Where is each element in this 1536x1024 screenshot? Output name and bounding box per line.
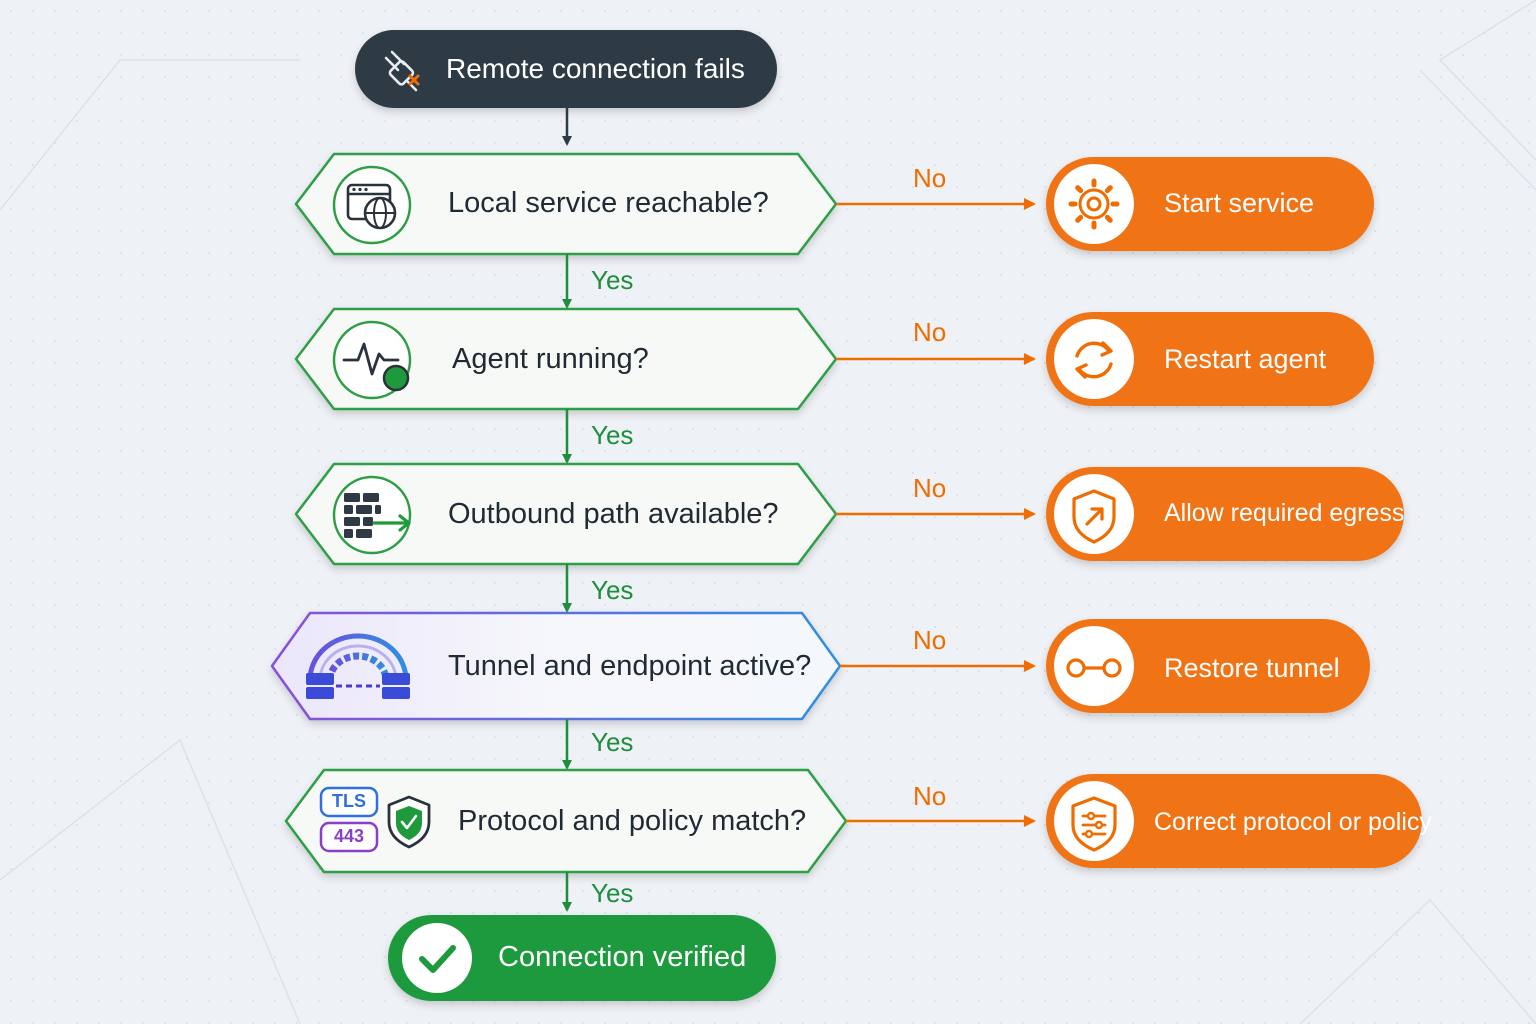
yes-label-4: Yes (591, 727, 634, 757)
shield-settings-icon (1071, 796, 1117, 852)
question-outbound-path: Outbound path available? (448, 498, 779, 530)
action-outbound-path (1046, 467, 1404, 561)
action-icon-circle-3 (1054, 474, 1134, 554)
tls-badge-label: TLS (332, 791, 366, 811)
tls-shield-icon (319, 786, 431, 853)
port-badge (319, 821, 379, 853)
action-tunnel-endpoint (1046, 619, 1370, 713)
port-badge-label: 443 (333, 826, 365, 846)
action-nodes (1046, 157, 1422, 868)
action-restart-agent: Restart agent (1164, 344, 1327, 374)
no-label-1: No (913, 163, 947, 193)
action-icon-circle-2 (1054, 319, 1134, 399)
start-label: Remote connection fails (446, 53, 745, 84)
no-label-4: No (913, 625, 947, 655)
action-icon-circle-1 (1054, 164, 1134, 244)
link-icon (1066, 658, 1122, 678)
end-node-shape (388, 915, 776, 1001)
action-allow-egress: Allow required egress (1164, 499, 1405, 527)
action-icon-circle-5 (1054, 781, 1134, 861)
check-icon (402, 923, 472, 993)
start-node-shape (355, 30, 777, 108)
browser-globe-icon (332, 165, 412, 245)
end-node (388, 915, 776, 1001)
tunnel-servers-icon (306, 633, 410, 699)
refresh-icon (1075, 341, 1113, 379)
no-label-3: No (913, 473, 947, 503)
broken-plug-icon (384, 50, 420, 92)
action-agent-running (1046, 312, 1374, 406)
no-label-5: No (913, 781, 947, 811)
no-label-2: No (913, 317, 947, 347)
question-protocol-policy: Protocol and policy match? (458, 805, 807, 837)
start-node (355, 30, 777, 108)
action-protocol-policy (1046, 774, 1422, 868)
end-label: Connection verified (498, 941, 747, 973)
action-icon-circle-4 (1054, 626, 1134, 706)
action-local-service (1046, 157, 1374, 251)
firewall-outbound-icon (332, 475, 412, 555)
yes-label-5: Yes (591, 878, 634, 908)
action-restore-tunnel: Restore tunnel (1164, 653, 1340, 683)
action-start-service: Start service (1164, 188, 1315, 218)
yes-label-2: Yes (591, 420, 634, 450)
question-local-service: Local service reachable? (448, 187, 769, 219)
connectors (562, 198, 1036, 912)
heartbeat-status-icon (332, 320, 412, 400)
question-tunnel-endpoint: Tunnel and endpoint active? (448, 650, 812, 682)
shield-arrow-icon (1072, 489, 1116, 544)
yes-label-1: Yes (591, 265, 634, 295)
yes-label-3: Yes (591, 575, 634, 605)
decision-nodes (270, 152, 848, 874)
question-agent-running: Agent running? (452, 343, 649, 375)
gear-icon (1068, 178, 1120, 230)
tls-badge (319, 786, 379, 818)
action-correct-protocol: Correct protocol or policy (1154, 808, 1432, 836)
